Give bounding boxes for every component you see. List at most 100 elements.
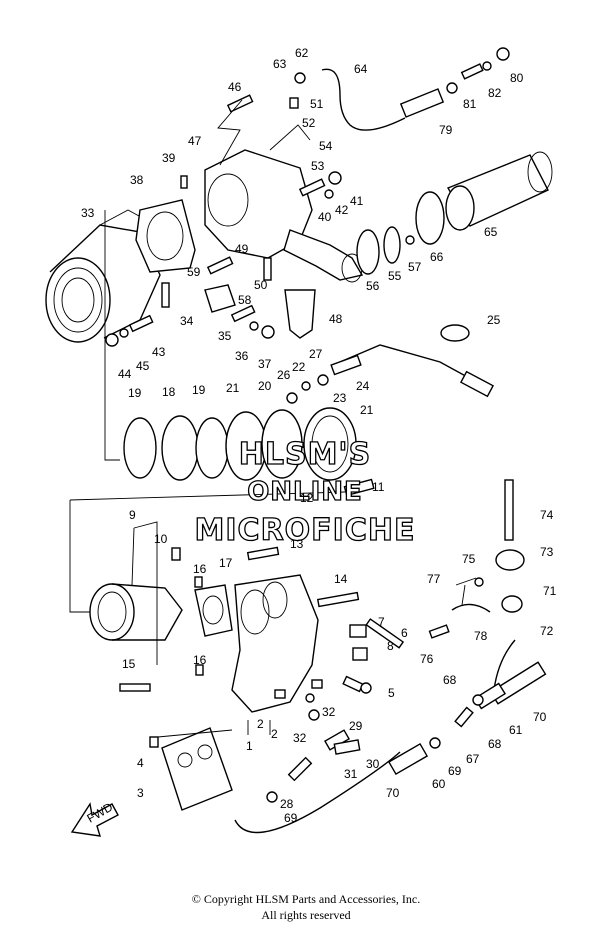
part-number: 55 xyxy=(388,269,402,283)
bolt-set-upper xyxy=(105,47,510,347)
part-number: 22 xyxy=(292,360,306,374)
part-number: 61 xyxy=(509,723,523,737)
part-number: 43 xyxy=(152,345,166,359)
part-number: 19 xyxy=(128,386,142,400)
valve-body-part xyxy=(495,549,525,571)
copyright-line: © Copyright HLSM Parts and Accessories, … xyxy=(191,892,421,906)
part-number: 52 xyxy=(302,116,316,130)
part-number: 29 xyxy=(349,719,363,733)
nut-set-middle xyxy=(286,374,375,497)
part-number: 30 xyxy=(366,757,380,771)
gasket-ring-part xyxy=(356,229,380,275)
bolt-set-lower xyxy=(119,546,484,803)
valve-stem-part xyxy=(504,479,514,541)
part-number: 21 xyxy=(226,381,240,395)
part-number: 79 xyxy=(439,123,453,137)
part-number: 45 xyxy=(136,359,150,373)
water-pipe-part xyxy=(321,68,406,131)
exhaust-outlet-part xyxy=(89,583,183,641)
part-number: 77 xyxy=(427,572,441,586)
part-number: 49 xyxy=(235,242,249,256)
part-number: 50 xyxy=(254,278,268,292)
watermark: HLSM'S ONLINE MICROFICHE xyxy=(194,436,416,548)
part-number: 15 xyxy=(122,657,136,671)
part-number: 69 xyxy=(284,811,298,825)
part-number: 46 xyxy=(228,80,242,94)
part-number: 32 xyxy=(322,705,336,719)
part-number: 17 xyxy=(219,556,233,570)
watermark-line-3: MICROFICHE xyxy=(195,513,416,548)
drain-pipe-part xyxy=(493,639,516,691)
part-number: 63 xyxy=(273,57,287,71)
part-number: 7 xyxy=(378,615,385,629)
part-number-labels: 1 2 2 3 4 5 6 7 8 9 10 11 12 13 14 15 16… xyxy=(81,46,557,825)
valve-seat-part xyxy=(501,595,523,613)
part-number: 36 xyxy=(235,349,249,363)
fwd-arrow-icon: FWD xyxy=(70,800,119,837)
part-number: 11 xyxy=(372,480,385,494)
part-number: 21 xyxy=(360,403,374,417)
part-number: 16 xyxy=(193,653,207,667)
part-number: 74 xyxy=(540,508,554,522)
part-number: 39 xyxy=(162,151,176,165)
part-number: 20 xyxy=(258,379,272,393)
part-number: 62 xyxy=(295,46,309,60)
part-number: 13 xyxy=(290,537,304,551)
part-number: 67 xyxy=(466,752,480,766)
part-number: 2 xyxy=(271,727,278,741)
part-number: 9 xyxy=(129,508,136,522)
part-number: 80 xyxy=(510,71,524,85)
exhaust-hose-part xyxy=(445,151,553,231)
part-number: 3 xyxy=(137,786,144,800)
bracket-part xyxy=(284,289,316,339)
part-number: 65 xyxy=(484,225,498,239)
part-number: 68 xyxy=(488,737,502,751)
part-number: 10 xyxy=(154,532,168,546)
part-number: 19 xyxy=(192,383,206,397)
part-number: 35 xyxy=(218,329,232,343)
part-number: 75 xyxy=(462,552,476,566)
watermark-line-1: HLSM'S xyxy=(239,437,371,472)
part-number: 16 xyxy=(193,562,207,576)
part-number: 73 xyxy=(540,545,554,559)
coupling-hose-set xyxy=(123,407,357,481)
part-number: 70 xyxy=(533,710,547,724)
part-number: 41 xyxy=(350,194,364,208)
part-number: 14 xyxy=(334,572,348,586)
watermark-line-2: ONLINE xyxy=(247,477,363,507)
part-number: 34 xyxy=(180,314,194,328)
part-number: 69 xyxy=(448,764,462,778)
hose-clip-part xyxy=(440,324,470,342)
part-number: 56 xyxy=(366,279,380,293)
part-number: 44 xyxy=(118,367,132,381)
part-number: 25 xyxy=(487,313,501,327)
part-number: 59 xyxy=(187,265,201,279)
part-number: 51 xyxy=(310,97,324,111)
tail-hose-fitting-part xyxy=(387,742,429,776)
elbow-pipe-part xyxy=(283,229,364,283)
part-number: 81 xyxy=(463,97,477,111)
part-number: 12 xyxy=(300,491,314,505)
tail-hose-part xyxy=(234,751,401,834)
part-number: 38 xyxy=(130,173,144,187)
exhaust-manifold-lower-part xyxy=(231,574,319,713)
part-number: 31 xyxy=(344,767,358,781)
part-number: 27 xyxy=(309,347,323,361)
part-number: 40 xyxy=(318,210,332,224)
rights-line: All rights reserved xyxy=(261,908,351,922)
part-number: 76 xyxy=(420,652,434,666)
part-number: 58 xyxy=(238,293,252,307)
part-number: 47 xyxy=(188,134,202,148)
part-number: 18 xyxy=(162,385,176,399)
strap-clamp-part xyxy=(451,603,491,613)
part-number: 2 xyxy=(257,717,264,731)
part-number: 78 xyxy=(474,629,488,643)
part-number: 42 xyxy=(335,203,349,217)
part-number: 54 xyxy=(319,139,333,153)
flange-gasket-part xyxy=(194,584,233,637)
part-number: 71 xyxy=(543,584,557,598)
part-number: 60 xyxy=(432,777,446,791)
cooling-tube-part xyxy=(339,344,483,386)
part-number: 8 xyxy=(387,639,394,653)
